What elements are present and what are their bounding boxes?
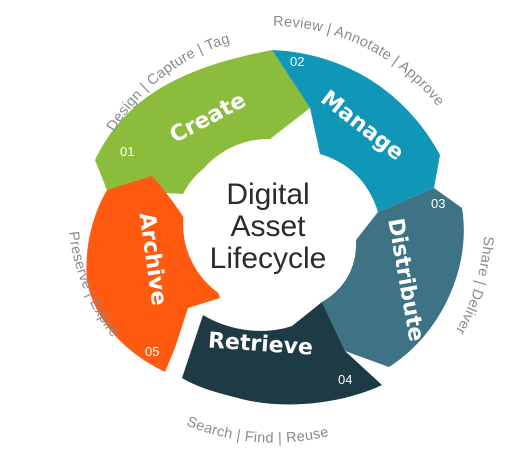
stage-retrieve-number: 04 — [338, 372, 352, 387]
center-title-line3: Lifecycle — [210, 242, 327, 275]
stage-distribute: Distribute 03 — [322, 188, 464, 367]
stage-retrieve-segment — [182, 302, 382, 405]
stage-retrieve-actions: Search | Find | Reuse — [184, 414, 330, 447]
stage-distribute-number: 03 — [431, 196, 445, 211]
center-title-line2: Asset — [230, 210, 306, 243]
stage-create-segment — [95, 50, 310, 194]
stage-create: Create 01 — [95, 50, 310, 194]
center-hub — [183, 139, 353, 309]
stage-distribute-segment — [322, 188, 464, 367]
stage-manage-segment — [272, 50, 440, 212]
stage-manage-number: 02 — [290, 54, 304, 69]
stage-create-number: 01 — [120, 144, 134, 159]
stage-retrieve: Retrieve 04 — [182, 302, 382, 405]
stage-archive-number: 05 — [145, 344, 159, 359]
stage-manage: Manage 02 — [272, 50, 440, 212]
center-title-line1: Digital — [226, 178, 309, 211]
